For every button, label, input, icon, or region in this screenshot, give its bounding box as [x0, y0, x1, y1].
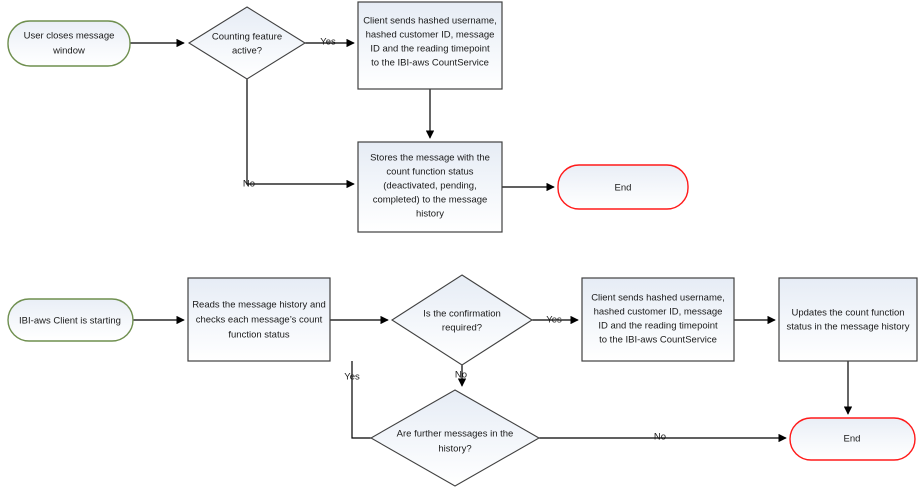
node-end-terminator-top[interactable]: End [557, 164, 689, 210]
node-label-line: IBI-aws Client is starting [19, 316, 121, 327]
node-start-user-closes-message-window[interactable]: User closes message window [7, 20, 131, 67]
node-label-line: (deactivated, pending, [383, 181, 476, 192]
edge-label-no-confirmation: No [455, 370, 467, 381]
node-label-line: hashed customer ID, message [594, 307, 723, 318]
node-start-ibi-aws-client-starting[interactable]: IBI-aws Client is starting [7, 298, 134, 342]
decision-diamond-shape [187, 6, 307, 80]
start-terminator-shape [7, 20, 131, 67]
node-label-line: status in the message history [786, 322, 909, 333]
node-label-line: Reads the message history and [192, 300, 326, 311]
edge-label-yes-loopback: Yes [344, 372, 360, 383]
node-label-line: Are further messages in the [397, 429, 514, 440]
node-label-line: User closes message [24, 31, 115, 42]
edge-further-messages-yes-loopback [351, 361, 371, 439]
process-box-shape [581, 277, 735, 362]
node-label-line: history? [438, 444, 471, 455]
node-label-line: active? [232, 46, 262, 57]
edge-label-yes-counting: Yes [320, 37, 336, 48]
node-decision-are-further-messages[interactable]: Are further messages in the history? [369, 389, 541, 487]
end-terminator-shape [557, 164, 689, 210]
node-label-line: Is the confirmation [423, 309, 501, 320]
end-terminator-shape [789, 417, 916, 461]
process-box-shape [357, 1, 503, 90]
process-box-shape [187, 277, 331, 362]
node-label-line: completed) to the message [373, 195, 488, 206]
node-label-line: checks each message’s count [196, 315, 323, 326]
node-label-end: End [615, 183, 632, 194]
process-box-shape [357, 141, 503, 233]
node-label-line: Stores the message with the [370, 153, 490, 164]
node-label-line: Updates the count function [791, 308, 904, 319]
node-process-stores-message-history[interactable]: Stores the message with the count functi… [357, 141, 503, 233]
node-label-line: to the IBI-aws CountService [599, 335, 717, 346]
node-label-end: End [844, 434, 861, 445]
node-label-line: hashed customer ID, message [366, 30, 495, 41]
node-label-line: ID and the reading timepoint [598, 321, 718, 332]
node-decision-counting-feature-active[interactable]: Counting feature active? [187, 6, 307, 80]
process-box-shape [778, 277, 918, 362]
node-label-line: window [52, 46, 85, 57]
node-end-terminator-bottom[interactable]: End [789, 417, 916, 461]
node-label-line: required? [442, 323, 482, 334]
node-label-line: ID and the reading timepoint [370, 44, 490, 55]
node-process-updates-count-function-status[interactable]: Updates the count function status in the… [778, 277, 918, 362]
node-label-line: history [416, 209, 444, 220]
decision-diamond-shape [390, 274, 534, 366]
node-label-line: to the IBI-aws CountService [371, 58, 489, 69]
node-decision-is-confirmation-required[interactable]: Is the confirmation required? [390, 274, 534, 366]
node-process-client-sends-count-data-bottom[interactable]: Client sends hashed username, hashed cus… [581, 277, 735, 362]
node-label-line: Client sends hashed username, [591, 293, 725, 304]
node-process-reads-message-history[interactable]: Reads the message history and checks eac… [187, 277, 331, 362]
node-label-line: Counting feature [212, 32, 282, 43]
node-label-line: count function status [386, 167, 473, 178]
edge-label-yes-confirmation: Yes [546, 315, 562, 326]
edge-label-no-counting: No [243, 179, 255, 190]
edge-label-no-further-messages: No [654, 432, 666, 443]
node-label-line: Client sends hashed username, [363, 16, 497, 27]
edge-counting-no-to-stores [246, 79, 355, 189]
node-label-line: function status [228, 330, 290, 341]
start-terminator-shape [7, 298, 134, 342]
node-process-client-sends-count-data-top[interactable]: Client sends hashed username, hashed cus… [357, 1, 503, 90]
decision-diamond-shape [369, 389, 541, 487]
